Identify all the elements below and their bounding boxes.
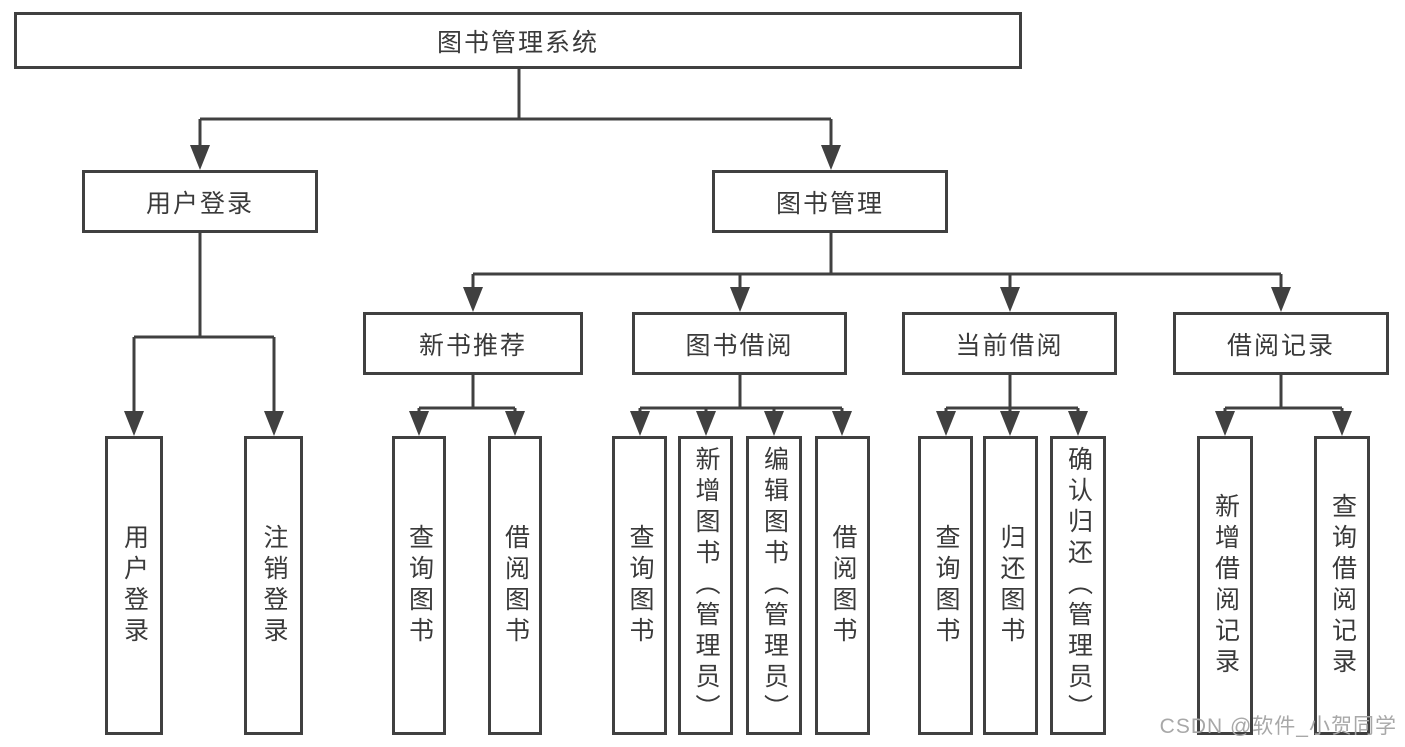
connector-login-to-leaves <box>132 233 276 413</box>
leaf-borrow-edit-books-admin: 编辑图书（管理员） <box>746 436 802 735</box>
leaf-label: 查询借阅记录 <box>1328 492 1357 679</box>
node-book-borrow: 图书借阅 <box>632 312 847 375</box>
leaf-label: 编辑图书（管理员） <box>760 446 789 725</box>
leaf-label: 查询图书 <box>626 523 654 648</box>
arrowhead <box>630 411 650 436</box>
leaf-newbooks-borrow-books: 借阅图书 <box>488 436 542 735</box>
arrowhead <box>1000 411 1020 436</box>
leaf-label: 归还图书 <box>997 523 1025 648</box>
connector-currentborrow-to-leaves <box>944 375 1080 413</box>
arrowhead <box>463 287 483 312</box>
node-label: 新书推荐 <box>418 331 527 360</box>
leaf-label: 用户登录 <box>120 523 149 648</box>
csdn-watermark: CSDN @软件_小贺同学 <box>1159 715 1397 738</box>
arrowhead <box>1271 287 1291 312</box>
arrowhead <box>1000 287 1020 312</box>
leaf-label: 注销登录 <box>260 523 288 648</box>
leaf-user-login: 用户登录 <box>105 436 163 735</box>
node-label: 用户登录 <box>145 189 254 218</box>
arrowhead <box>764 411 784 436</box>
leaf-label: 借阅图书 <box>829 523 857 648</box>
connector-root-to-branches <box>198 68 833 147</box>
leaf-borrow-borrow-books: 借阅图书 <box>815 436 870 735</box>
leaf-label: 查询图书 <box>405 523 434 648</box>
connector-records-to-leaves <box>1223 375 1344 413</box>
leaf-current-confirm-return-admin: 确认归还（管理员） <box>1050 436 1106 735</box>
arrowhead <box>696 411 716 436</box>
arrowhead <box>1332 411 1352 436</box>
arrowhead <box>730 287 750 312</box>
leaf-label: 查询图书 <box>932 523 960 648</box>
node-label: 当前借阅 <box>955 331 1064 360</box>
leaf-current-query-books: 查询图书 <box>918 436 973 735</box>
node-borrow-records: 借阅记录 <box>1173 312 1389 375</box>
node-label: 图书借阅 <box>685 331 794 360</box>
node-root-system: 图书管理系统 <box>14 12 1022 69</box>
leaf-current-return-books: 归还图书 <box>983 436 1038 735</box>
arrowhead <box>1068 411 1088 436</box>
arrowhead <box>936 411 956 436</box>
node-book-management-branch: 图书管理 <box>712 170 948 233</box>
node-user-login-branch: 用户登录 <box>82 170 318 233</box>
node-label: 图书管理 <box>775 189 884 218</box>
connector-newbooks-to-leaves <box>417 375 517 413</box>
arrowhead <box>505 411 525 436</box>
leaf-logout: 注销登录 <box>244 436 303 735</box>
leaf-records-query-record: 查询借阅记录 <box>1314 436 1370 735</box>
arrowhead <box>1215 411 1235 436</box>
leaf-label: 新增借阅记录 <box>1211 492 1240 679</box>
arrowhead <box>409 411 429 436</box>
arrowhead <box>190 145 210 170</box>
leaf-borrow-add-books-admin: 新增图书（管理员） <box>678 436 733 735</box>
node-current-borrow: 当前借阅 <box>902 312 1117 375</box>
leaf-label: 新增图书（管理员） <box>692 446 720 725</box>
arrowhead <box>821 145 841 170</box>
leaf-records-add-record: 新增借阅记录 <box>1197 436 1253 735</box>
connector-bookborrow-to-leaves <box>638 375 844 413</box>
connector-bookmgmt-to-modules <box>471 233 1283 289</box>
leaf-label: 借阅图书 <box>501 523 530 648</box>
arrowhead <box>832 411 852 436</box>
node-label: 借阅记录 <box>1226 331 1335 360</box>
leaf-borrow-query-books: 查询图书 <box>612 436 667 735</box>
node-new-book-recommend: 新书推荐 <box>363 312 583 375</box>
arrowheads <box>124 145 1352 436</box>
leaf-newbooks-query-books: 查询图书 <box>392 436 446 735</box>
arrowhead <box>124 411 144 436</box>
node-root-label: 图书管理系统 <box>436 28 599 57</box>
arrowhead <box>264 411 284 436</box>
leaf-label: 确认归还（管理员） <box>1064 446 1093 725</box>
